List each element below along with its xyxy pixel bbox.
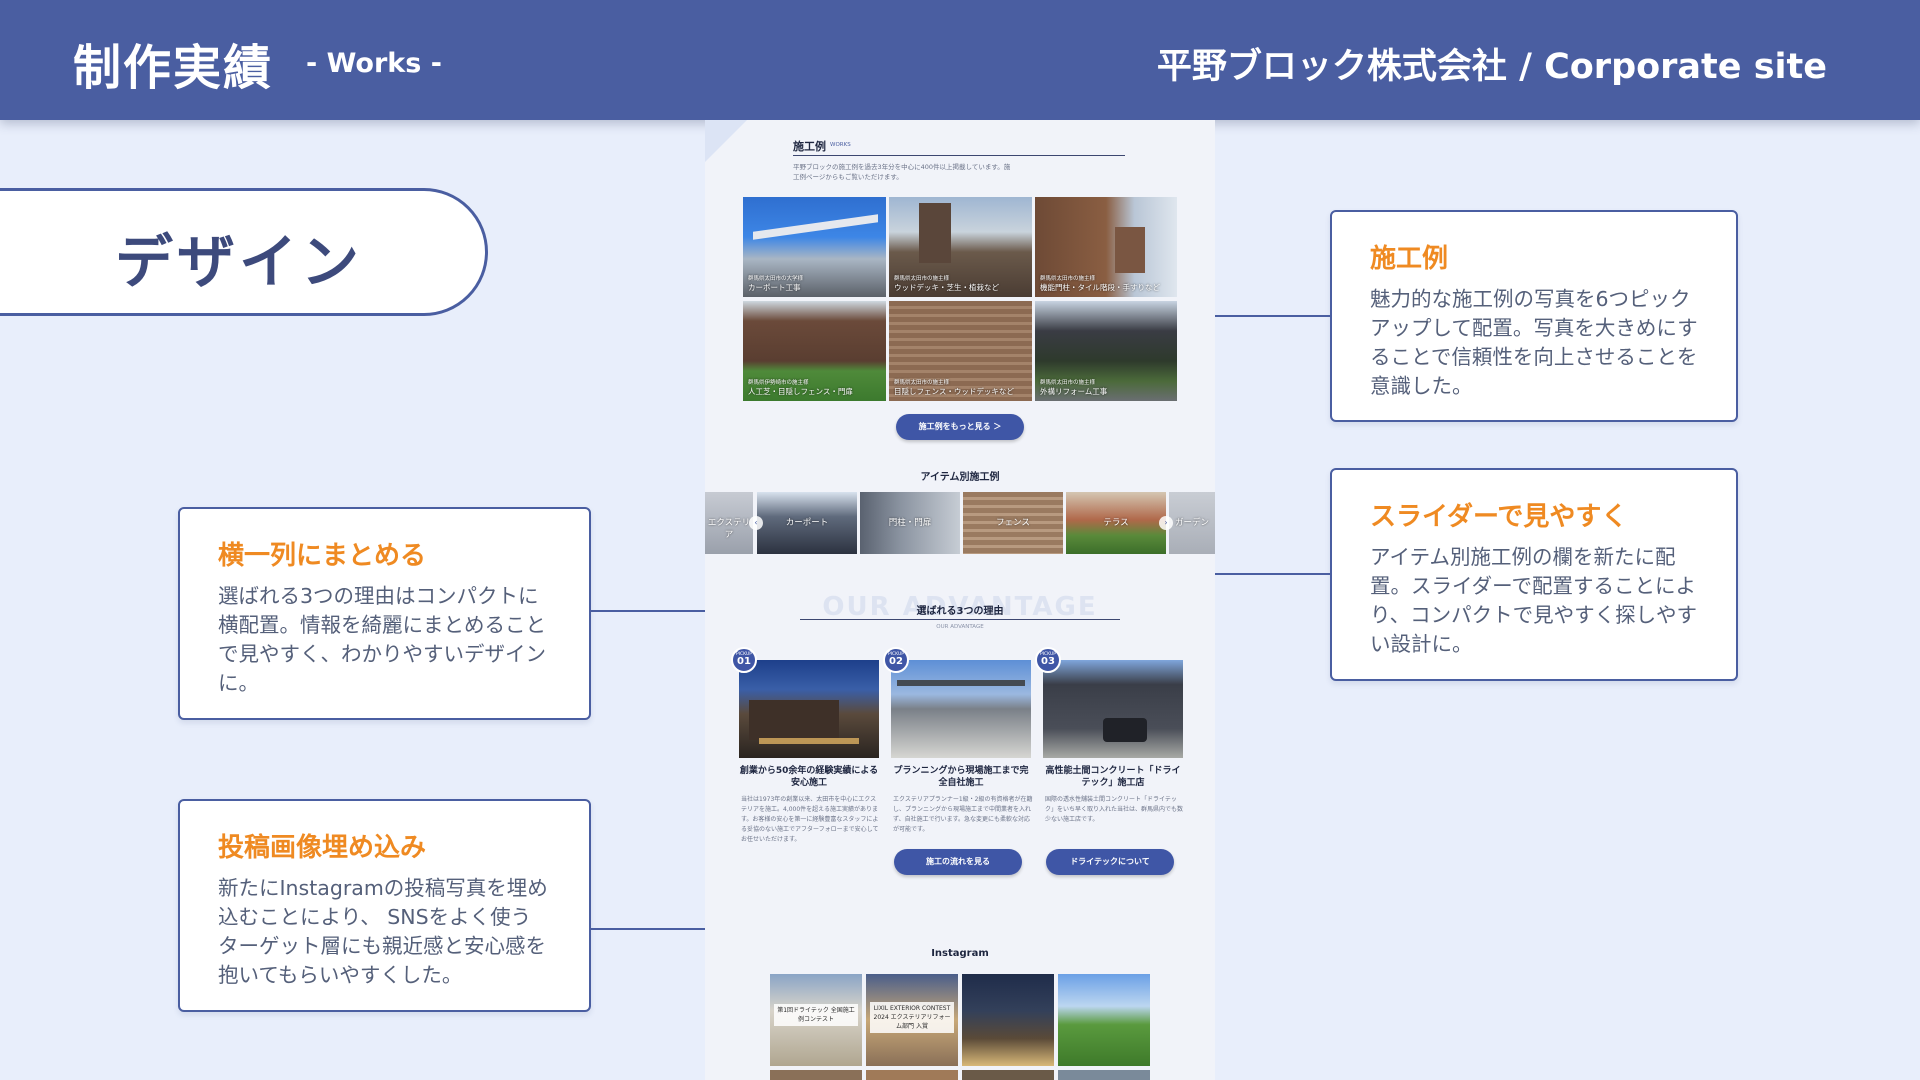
slider-item[interactable]: エクステリア <box>705 492 753 554</box>
works-photo-place: 群馬県太田市の施主様 <box>1040 276 1096 282</box>
slider-item[interactable]: カーポート <box>757 492 857 554</box>
instagram-section-title: Instagram <box>931 948 989 959</box>
instagram-post[interactable] <box>962 974 1054 1066</box>
works-photo-place: 群馬県太田市の施主様 <box>894 276 950 282</box>
background-decoration <box>705 120 747 162</box>
slider-item[interactable]: テラス <box>1066 492 1166 554</box>
callout-row-title: 横一列にまとめる <box>218 541 427 571</box>
instagram-post-overlay: 第1回ドライテック 全国施工例コンテスト <box>774 1004 858 1026</box>
slider-next-arrow-icon[interactable]: › <box>1159 516 1173 530</box>
callout-slider-title: スライダーで見やすく <box>1370 502 1628 532</box>
slider-item-label: カーポート <box>785 518 829 528</box>
reasons-bg-text: OUR ADVANTAGE <box>822 592 1098 622</box>
pickup-badge-label: PICKUP <box>1039 652 1057 657</box>
works-photo[interactable]: 群馬県太田市の施主様 機能門柱・タイル階段・手すりなど <box>1035 197 1177 297</box>
construction-flow-button[interactable]: 施工の流れを見る <box>894 849 1022 875</box>
works-photo-caption: ウッドデッキ・芝生・植栽など <box>894 283 999 292</box>
reason-text: 国際の透水性舗装土間コンクリート「ドライテック」をいち早く取り入れた当社は、群馬… <box>1045 796 1184 823</box>
items-section-title: アイテム別施工例 <box>920 472 1000 483</box>
works-intro: 平野ブロックの施工例を過去3年分を中心に400件以上掲載しています。施工例ページ… <box>793 163 1011 181</box>
slider-item-label: テラス <box>1103 518 1129 528</box>
pickup-badge-number: 02 <box>889 656 903 667</box>
reason-photo <box>1043 660 1183 758</box>
works-photo-place: 群馬県太田市の施主様 <box>894 380 950 386</box>
pickup-badge-number: 03 <box>1041 656 1055 667</box>
instagram-post[interactable] <box>770 1070 862 1080</box>
reasons-section-sub: OUR ADVANTAGE <box>936 624 984 630</box>
works-photo[interactable]: 群馬県太田市の施主様 ウッドデッキ・芝生・植栽など <box>889 197 1032 297</box>
callout-works-title: 施工例 <box>1370 244 1449 274</box>
pickup-badge: PICKUP 01 <box>731 647 757 673</box>
works-photo-caption: カーポート工事 <box>748 283 801 292</box>
reason-text: エクステリアプランナー1級・2級の有資格者が在籍し、プランニングから現場施工まで… <box>893 796 1033 833</box>
callout-instagram-title: 投稿画像埋め込み <box>218 833 427 863</box>
slider-item-label: 門柱・門扉 <box>888 518 932 528</box>
instagram-post[interactable] <box>1058 1070 1150 1080</box>
corporate-site-label: 平野ブロック株式会社 / Corporate site <box>1156 47 1827 87</box>
reason-title: 高性能土間コンクリート「ドライテック」施工店 <box>1045 766 1181 788</box>
slider-item-label: フェンス <box>996 518 1030 528</box>
works-section-title-en: WORKS <box>830 142 851 148</box>
design-section-label: デザイン <box>0 188 488 316</box>
instagram-post[interactable] <box>866 1070 958 1080</box>
connector-line <box>1196 315 1330 317</box>
works-photo-caption: 目隠しフェンス・ウッドデッキなど <box>894 387 1014 396</box>
reasons-section-title: 選ばれる3つの理由 <box>916 606 1004 617</box>
works-section-title: 施工例 <box>793 140 826 153</box>
works-title-rule <box>793 155 1125 156</box>
pickup-badge-label: PICKUP <box>735 652 753 657</box>
works-photo[interactable]: 群馬県太田市の施主様 目隠しフェンス・ウッドデッキなど <box>889 301 1032 401</box>
works-photo[interactable]: 群馬県伊勢崎市の施主様 人工芝・目隠しフェンス・門扉 <box>743 301 886 401</box>
pickup-badge-label: PICKUP <box>887 652 905 657</box>
instagram-post[interactable]: 第1回ドライテック 全国施工例コンテスト <box>770 974 862 1066</box>
callout-slider-text: アイテム別施工例の欄を新たに配置。スライダーで配置することにより、コンパクトで見… <box>1370 545 1697 656</box>
slider-prev-arrow-icon[interactable]: ‹ <box>749 516 763 530</box>
pickup-badge-number: 01 <box>737 656 751 667</box>
instagram-post[interactable] <box>962 1070 1054 1080</box>
callout-instagram-text: 新たにInstagramの投稿写真を埋め込むことにより、 SNSをよく使うターゲ… <box>218 876 548 987</box>
works-more-button[interactable]: 施工例をもっと見る ＞ <box>896 414 1024 440</box>
callout-instagram: 投稿画像埋め込み 新たにInstagramの投稿写真を埋め込むことにより、 SN… <box>178 799 591 1012</box>
works-photo-caption: 人工芝・目隠しフェンス・門扉 <box>748 387 853 396</box>
works-photo[interactable]: 群馬県太田市の大学様 カーポート工事 <box>743 197 886 297</box>
callout-works-text: 魅力的な施工例の写真を6つピックアップして配置。写真を大きめにすることで信頼性を… <box>1370 287 1698 398</box>
reason-title: 創業から50余年の経験実績による安心施工 <box>739 766 879 788</box>
connector-line <box>591 610 753 612</box>
callout-row: 横一列にまとめる 選ばれる3つの理由はコンパクトに横配置。情報を綺麗にまとめるこ… <box>178 507 591 720</box>
connector-line <box>591 928 753 930</box>
instagram-post[interactable]: LIXIL EXTERIOR CONTEST 2024 エクステリアリフォーム部… <box>866 974 958 1066</box>
instagram-post-overlay: LIXIL EXTERIOR CONTEST 2024 エクステリアリフォーム部… <box>870 1002 954 1033</box>
slider-item-label: エクステリア <box>707 518 751 540</box>
page-subtitle: - Works - <box>306 48 442 79</box>
pickup-badge: PICKUP 03 <box>1035 647 1061 673</box>
slider-item[interactable]: ガーデン <box>1169 492 1215 554</box>
callout-row-text: 選ばれる3つの理由はコンパクトに横配置。情報を綺麗にまとめることで見やすく、わか… <box>218 584 546 695</box>
website-screenshot: 施工例 WORKS 平野ブロックの施工例を過去3年分を中心に400件以上掲載して… <box>705 120 1215 1080</box>
pickup-badge: PICKUP 02 <box>883 647 909 673</box>
works-photo-caption: 外構リフォーム工事 <box>1040 387 1108 396</box>
page-header: 制作実績 - Works - 平野ブロック株式会社 / Corporate si… <box>0 0 1920 120</box>
works-photo-caption: 機能門柱・タイル階段・手すりなど <box>1040 283 1160 292</box>
slider-item[interactable]: 門柱・門扉 <box>860 492 960 554</box>
design-label-text: デザイン <box>115 228 364 296</box>
slider-item[interactable]: フェンス <box>963 492 1063 554</box>
slider-item-label: ガーデン <box>1174 518 1209 528</box>
callout-slider: スライダーで見やすく アイテム別施工例の欄を新たに配置。スライダーで配置すること… <box>1330 468 1738 681</box>
instagram-post[interactable] <box>1058 974 1150 1066</box>
reason-photo <box>891 660 1031 758</box>
callout-works: 施工例 魅力的な施工例の写真を6つピックアップして配置。写真を大きめにすることで… <box>1330 210 1738 422</box>
reasons-title-rule <box>800 619 1120 620</box>
drytec-button[interactable]: ドライテックについて <box>1046 849 1174 875</box>
reason-title: プランニングから現場施工まで完全自社施工 <box>893 766 1029 788</box>
works-photo[interactable]: 群馬県太田市の施主様 外構リフォーム工事 <box>1035 301 1177 401</box>
reason-photo <box>739 660 879 758</box>
works-photo-place: 群馬県太田市の施主様 <box>1040 380 1096 386</box>
connector-line <box>1196 573 1330 575</box>
page-title: 制作実績 <box>73 40 274 96</box>
reason-text: 当社は1973年の創業以来、太田市を中心にエクステリアを施工。4,000件を超え… <box>741 796 879 843</box>
works-photo-place: 群馬県伊勢崎市の施主様 <box>748 380 809 386</box>
works-photo-place: 群馬県太田市の大学様 <box>748 276 804 282</box>
